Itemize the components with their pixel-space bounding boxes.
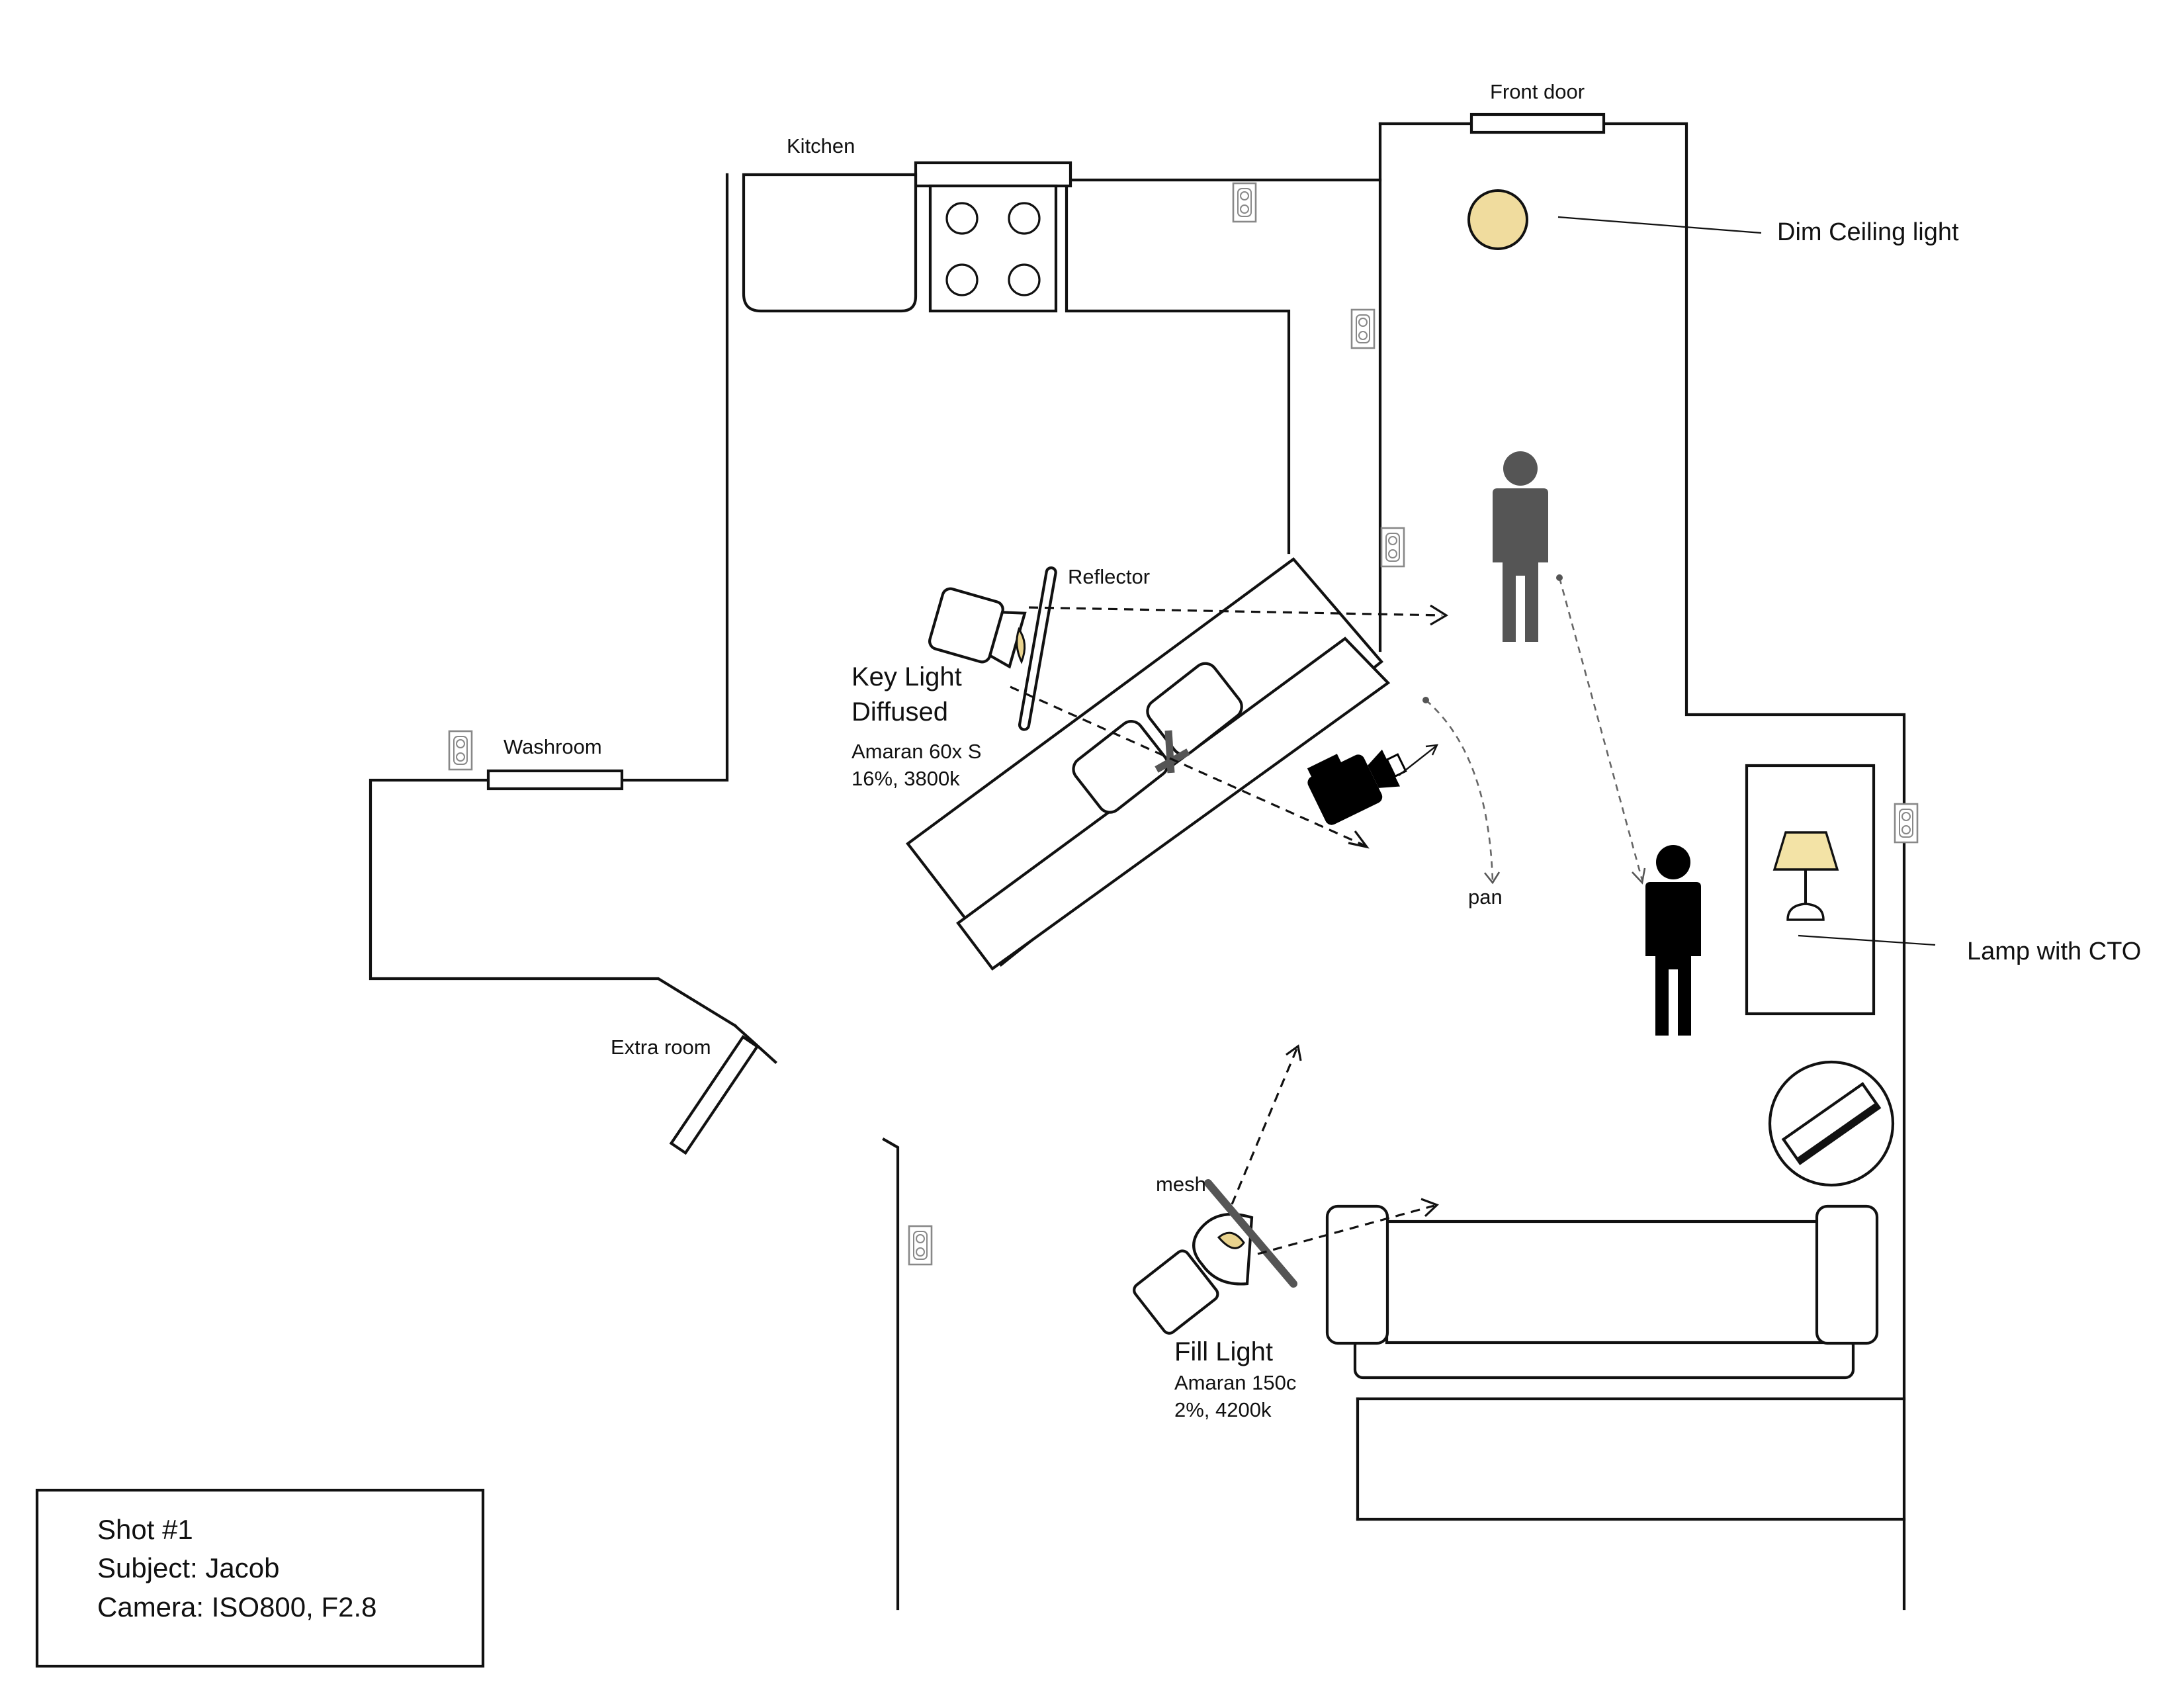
key-light-lens <box>1016 627 1026 664</box>
pan-arc-start-dot <box>1422 697 1429 703</box>
mesh-label: mesh <box>1156 1173 1206 1196</box>
key-light-arrowhead-subject <box>1430 604 1449 626</box>
shot-info-box <box>35 1488 485 1668</box>
subject-movement-arrow <box>1558 577 1643 881</box>
key-light-model: Amaran 60x S <box>852 740 981 763</box>
fill-light-lens <box>1217 1231 1245 1249</box>
subject-movement-arrowhead <box>1632 867 1646 885</box>
extra-room-door <box>669 1035 760 1155</box>
shot-number: Shot #1 <box>97 1514 193 1545</box>
key-light-icon <box>928 587 1027 669</box>
sofa-arm-right <box>1815 1204 1879 1345</box>
lamp-leader <box>1798 934 1936 946</box>
person-icon <box>1493 451 1548 642</box>
kitchen-window <box>914 161 1072 188</box>
reflector-label: Reflector <box>1068 565 1150 588</box>
subject-movement-start-dot <box>1556 574 1563 581</box>
round-table-screen-edge <box>1798 1103 1879 1163</box>
washroom-wall <box>369 778 737 1028</box>
outlet-icon <box>1380 527 1405 568</box>
washroom-label: Washroom <box>503 735 602 758</box>
stove-burner <box>945 263 979 296</box>
lamp-with-cto-label: Lamp with CTO <box>1967 938 2141 965</box>
sink-basin-left <box>1072 720 1169 814</box>
key-light-arrow-to-camera <box>1010 686 1366 847</box>
ceiling-light-icon <box>1467 189 1528 250</box>
shot-subject: Subject: Jacob <box>97 1552 280 1583</box>
kitchen-sink-counter <box>742 173 918 313</box>
sink-faucet-base <box>1155 748 1190 773</box>
key-light-title-line1: Key Light <box>852 662 962 691</box>
stove <box>928 184 1058 313</box>
stove-burner <box>945 202 979 235</box>
outlet-icon <box>448 730 473 771</box>
lamp-base <box>1786 903 1825 921</box>
pan-arc <box>1425 699 1494 882</box>
fill-light-arrowhead-up <box>1286 1044 1302 1061</box>
fill-light-model: Amaran 150c <box>1174 1371 1296 1394</box>
ceiling-light-leader <box>1557 216 1762 234</box>
washroom-door <box>486 769 624 791</box>
lamp-shade <box>1772 831 1839 871</box>
fill-light-settings: 2%, 4200k <box>1174 1398 1272 1421</box>
shot-camera-settings: Camera: ISO800, F2.8 <box>97 1591 377 1622</box>
mesh <box>1204 1179 1297 1288</box>
sink-faucet <box>1164 730 1175 774</box>
key-light-arrowhead-camera <box>1348 830 1370 849</box>
island-overhang <box>956 637 1391 971</box>
fill-light-arrowhead-sofa <box>1420 1198 1439 1218</box>
stove-icon <box>928 184 1058 313</box>
camera-icon <box>1307 744 1438 825</box>
sofa-arm-left <box>1325 1204 1389 1345</box>
key-light-housing <box>988 611 1027 669</box>
fill-light-body <box>1133 1249 1219 1335</box>
stove-burner <box>1008 263 1041 296</box>
outlet-icon <box>1894 803 1919 844</box>
sofa-body <box>1385 1220 1825 1345</box>
kitchen-back-counter-wall <box>1065 178 1291 555</box>
lower-left-wall <box>882 1137 900 1611</box>
key-light-arrow-to-subject <box>1028 606 1443 617</box>
pan-arrowhead <box>1483 871 1501 885</box>
front-door <box>1469 112 1606 134</box>
hallway-top-wall-right <box>1602 122 1906 1611</box>
pan-label: pan <box>1468 885 1503 909</box>
outlet-icon <box>1232 182 1257 223</box>
sofa <box>1325 1204 1879 1380</box>
kitchen-left-wall <box>486 173 729 782</box>
front-door-label: Front door <box>1490 80 1585 103</box>
kitchen-label: Kitchen <box>787 134 855 157</box>
lamp-icon <box>1772 831 1839 921</box>
camera-aim-arrowhead <box>1425 744 1438 756</box>
camera-top <box>1307 754 1342 779</box>
dim-ceiling-light-label: Dim Ceiling light <box>1777 218 1959 246</box>
key-light-title-line2: Diffused <box>852 697 948 727</box>
outlet-icon <box>1350 308 1376 349</box>
camera-aim-line <box>1398 746 1436 776</box>
extra-room-label: Extra room <box>611 1036 711 1059</box>
fill-light-arrow-up <box>1231 1048 1298 1205</box>
side-table <box>1745 764 1876 1016</box>
person-icon <box>1645 845 1701 1036</box>
kitchen-island <box>906 557 1391 971</box>
outlets <box>448 182 1919 1266</box>
fill-light-icon <box>1133 1212 1254 1335</box>
stove-burner <box>1008 202 1041 235</box>
round-table-icon <box>1768 1060 1895 1187</box>
camera-lens <box>1368 749 1401 788</box>
fill-light-title: Fill Light <box>1174 1337 1273 1366</box>
outlet-icon <box>908 1225 933 1266</box>
key-light-settings: 16%, 3800k <box>852 767 960 790</box>
